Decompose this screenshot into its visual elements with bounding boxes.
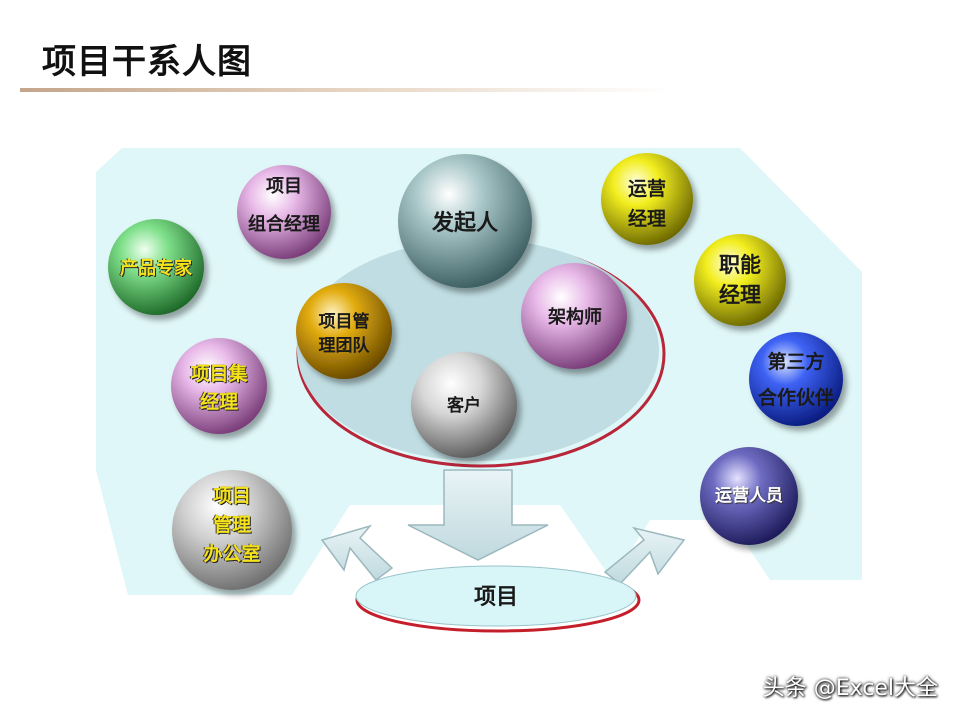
node-portfolio-manager-sphere <box>237 165 331 259</box>
node-operations-staff-label: 运营人员 <box>699 484 799 509</box>
node-pmo-label: 项目 管理 办公室 <box>186 482 278 569</box>
node-pmo-line-1: 项目 <box>212 485 251 507</box>
node-portfolio-manager-label: 项目 组合经理 <box>236 168 332 244</box>
node-pmo-sphere <box>172 470 292 590</box>
down-arrow <box>407 469 549 561</box>
node-sponsor-line-1: 发起人 <box>431 210 498 236</box>
left-arrow <box>320 524 394 582</box>
node-program-manager-line-2: 经理 <box>199 391 238 413</box>
node-functional-manager-label: 职能 经理 <box>698 250 782 310</box>
node-pm-team-sphere <box>296 283 392 379</box>
watermark: 头条 @Excel大全 <box>762 676 938 701</box>
node-program-manager-line-1: 项目集 <box>190 363 248 385</box>
node-program-manager-sphere <box>171 338 267 434</box>
page-title: 项目干系人图 <box>42 42 252 82</box>
node-product-expert-label: 产品专家 <box>106 256 206 282</box>
node-pm-team-line-1: 项目管 <box>318 312 370 332</box>
node-pm-team-label: 项目管 理团队 <box>302 310 386 358</box>
node-pmo-line-2: 管理 <box>212 514 251 536</box>
node-operations-manager-label: 运营 经理 <box>605 174 689 234</box>
node-architect-sphere <box>521 263 627 369</box>
node-functional-manager-line-1: 职能 <box>719 252 761 277</box>
node-product-expert-line-1: 产品专家 <box>120 258 192 279</box>
node-program-manager-label: 项目集 经理 <box>175 360 263 416</box>
node-product-expert-sphere <box>108 219 204 315</box>
node-sponsor-label: 发起人 <box>405 208 525 240</box>
node-functional-manager-sphere <box>694 234 786 326</box>
node-third-party-partner-line-2: 合作伙伴 <box>757 387 834 409</box>
title-underline <box>20 88 670 92</box>
node-portfolio-manager-line-2: 组合经理 <box>248 214 320 235</box>
node-functional-manager-line-2: 经理 <box>719 282 761 307</box>
node-operations-staff-line-1: 运营人员 <box>715 486 783 506</box>
node-portfolio-manager-line-1: 项目 <box>266 176 302 197</box>
node-architect-label: 架构师 <box>530 305 620 331</box>
node-operations-staff-sphere <box>700 447 798 545</box>
node-customer-label: 客户 <box>424 394 504 419</box>
node-pm-team-line-2: 理团队 <box>318 336 370 356</box>
node-architect-line-1: 架构师 <box>548 307 602 328</box>
node-third-party-partner-label: 第三方 合作伙伴 <box>744 344 848 416</box>
node-operations-manager-line-1: 运营 <box>627 178 666 200</box>
node-sponsor-sphere <box>398 154 532 288</box>
node-third-party-partner-line-1: 第三方 <box>767 351 825 373</box>
node-pmo-line-3: 办公室 <box>203 543 261 565</box>
project-label: 项目 <box>473 584 518 610</box>
node-customer-sphere <box>411 352 517 458</box>
node-operations-manager-line-2: 经理 <box>627 208 666 230</box>
right-arrow <box>603 526 686 586</box>
node-operations-manager-sphere <box>601 153 693 245</box>
node-customer-line-1: 客户 <box>447 396 481 416</box>
node-third-party-partner-sphere <box>749 332 843 426</box>
project-ellipse <box>355 565 637 627</box>
